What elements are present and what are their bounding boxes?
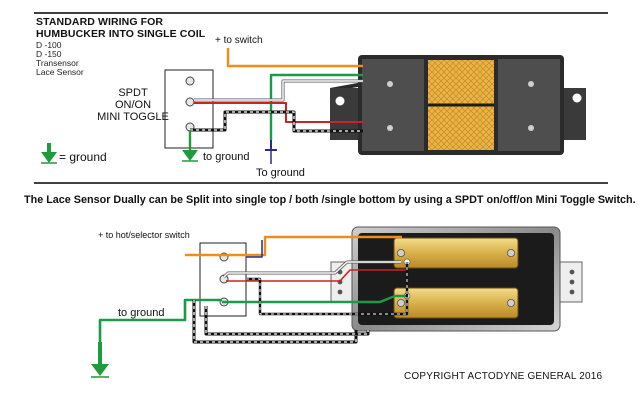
model-item: Lace Sensor [36,67,84,77]
ground-symbol-switch [182,150,198,162]
ground-legend-icon [41,143,57,164]
model-item: Transensor [36,58,79,68]
ground-wire-bottom [98,298,222,342]
spdt-label-line-3: MINI TOGGLE [97,111,169,123]
spdt-label-line-2: ON/ON [114,99,152,111]
to-ground-label-bottom: to ground [118,307,165,319]
title-line-2: HUMBUCKER INTO SINGLE COIL [36,28,206,40]
to-switch-label: + to switch [215,35,263,46]
top-wires [188,48,363,152]
green-wire-bottom [222,294,407,304]
red-wire-bottom [226,269,407,282]
to-ground-label-shield: To ground [256,167,305,179]
shield-wire-bottom [246,240,263,258]
shield-ground-symbol [265,149,277,164]
ground-legend-label: = ground [59,150,107,164]
orange-wire-bottom [185,235,402,257]
bottom-wires [98,235,409,344]
green-wire-top [269,73,363,140]
to-hot-label: + to hot/selector switch [98,230,190,240]
model-item: D -150 [36,49,62,59]
copyright-text: COPYRIGHT ACTODYNE GENERAL 2016 [404,371,603,382]
orange-wire-top [226,48,363,68]
model-item: D -100 [36,40,62,50]
title-line-1: STANDARD WIRING FOR [36,16,164,28]
lace-sensor-description: The Lace Sensor Dually can be Split into… [24,194,636,206]
ground-symbol-bottom [91,342,109,378]
humbucker-pickup [330,55,586,155]
to-ground-label-switch: to ground [203,151,250,163]
dual-rail-pickup [330,226,583,332]
spdt-label-line-1: SPDT [118,87,148,99]
